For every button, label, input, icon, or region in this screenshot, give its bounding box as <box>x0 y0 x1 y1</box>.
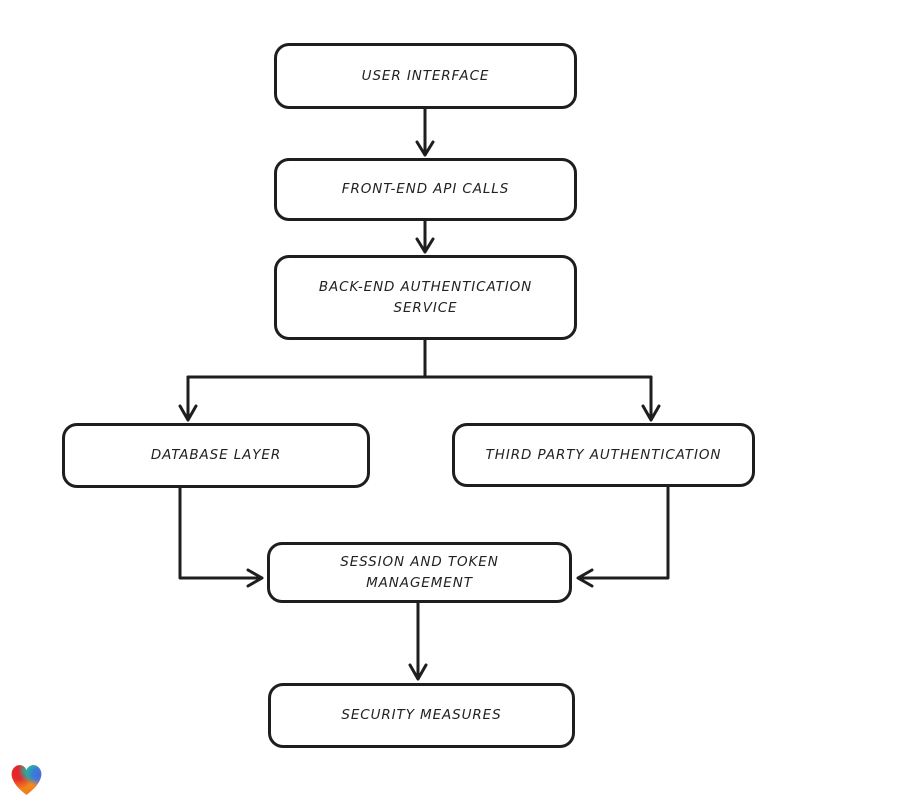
edge-back-end-to-database <box>178 375 198 422</box>
edge-front-end-to-back-end <box>415 219 435 254</box>
node-front-end-api-calls[interactable]: FRONT-END API CALLS <box>274 158 577 221</box>
node-user-interface[interactable]: USER INTERFACE <box>274 43 577 109</box>
edge-database-to-session <box>178 486 264 588</box>
node-back-end-authentication-service-label: BACK-END AUTHENTICATION SERVICE <box>318 278 533 316</box>
node-third-party-authentication-label: THIRD PARTY AUTHENTICATION <box>485 446 722 463</box>
node-session-and-token-management[interactable]: SESSION AND TOKEN MANAGEMENT <box>267 542 572 603</box>
edge-third-party-to-session <box>576 485 670 588</box>
node-session-and-token-management-label: SESSION AND TOKEN MANAGEMENT <box>340 553 499 591</box>
node-back-end-authentication-service[interactable]: BACK-END AUTHENTICATION SERVICE <box>274 255 577 340</box>
edge-user-interface-to-front-end <box>415 107 435 157</box>
node-security-measures[interactable]: SECURITY MEASURES <box>268 683 575 748</box>
node-user-interface-label: USER INTERFACE <box>361 67 490 84</box>
node-front-end-api-calls-label: FRONT-END API CALLS <box>341 181 510 198</box>
node-third-party-authentication[interactable]: THIRD PARTY AUTHENTICATION <box>452 423 755 487</box>
edge-back-end-branch-stem <box>186 338 653 379</box>
node-database-layer-label: DATABASE LAYER <box>150 447 282 464</box>
heart-logo[interactable] <box>8 760 45 798</box>
node-security-measures-label: SECURITY MEASURES <box>341 707 502 724</box>
edge-session-to-security <box>408 601 428 681</box>
heart-shape <box>11 765 42 795</box>
node-database-layer[interactable]: DATABASE LAYER <box>62 423 370 488</box>
edge-back-end-to-third-party <box>641 375 661 422</box>
